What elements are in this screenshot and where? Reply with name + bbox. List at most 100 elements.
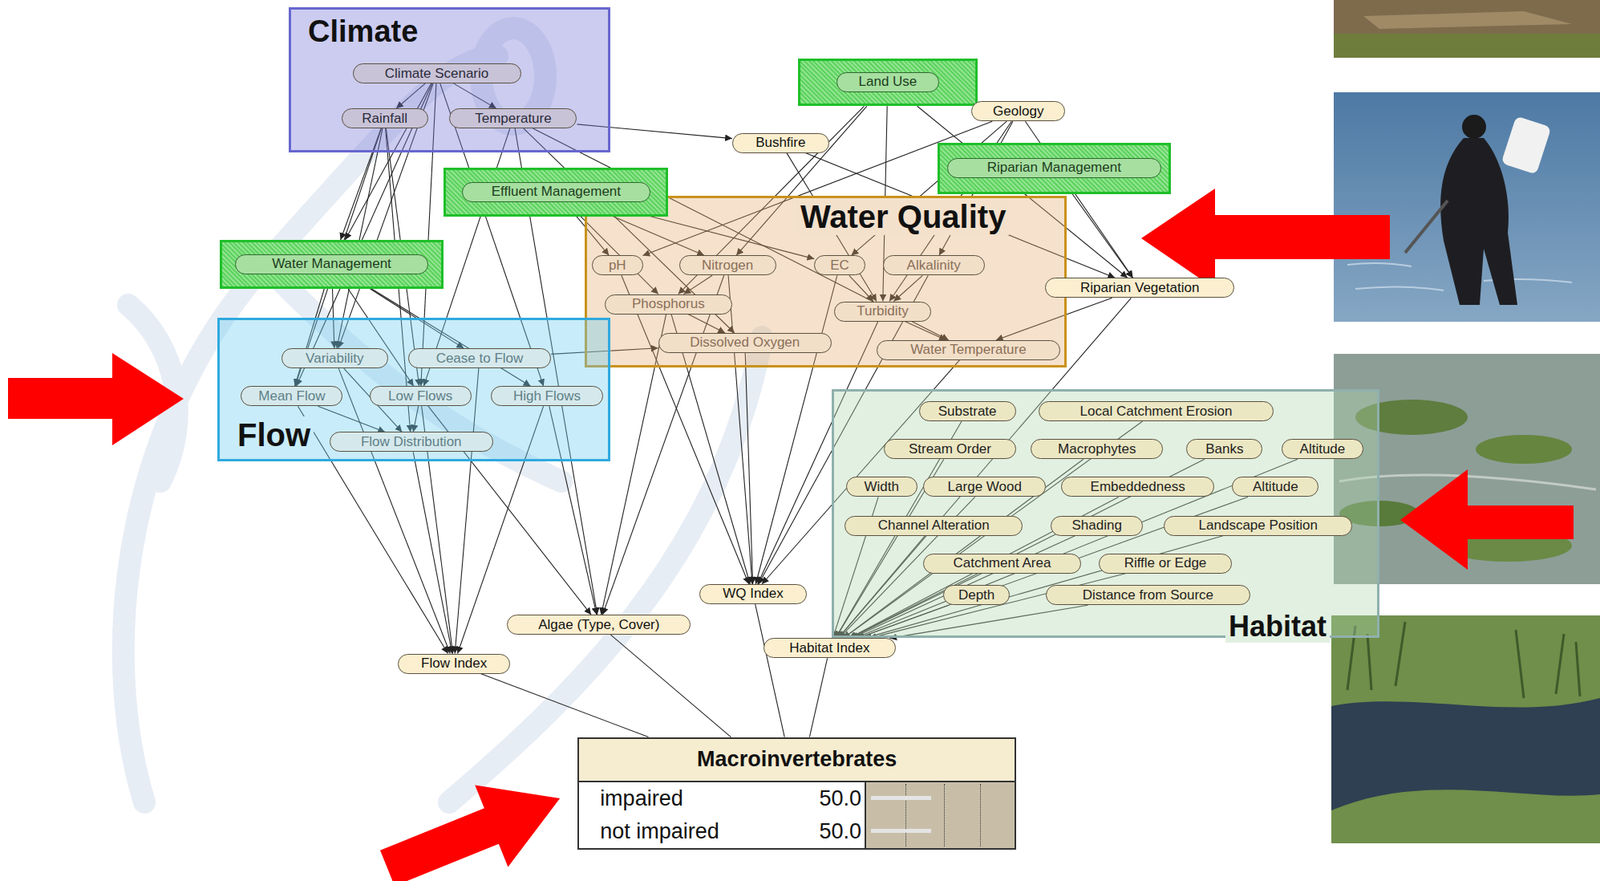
group-title: Water Quality [797, 198, 1009, 235]
pointer-arrow [1400, 469, 1574, 570]
pointer-arrow [370, 757, 576, 881]
node-label: Catchment Area [952, 554, 1051, 572]
management-box: Water Management [219, 239, 445, 289]
node-label: WQ Index [722, 585, 784, 602]
node-label: Geology [992, 103, 1044, 120]
photo-reeds [1347, 621, 1580, 698]
variable-node: EC [814, 255, 866, 276]
variable-node: Algae (Type, Cover) [506, 614, 691, 635]
variable-node: Altitude [1281, 438, 1364, 459]
photo-water [1333, 92, 1600, 322]
node-label: Dissolved Oxygen [689, 334, 800, 351]
belief-bar-panel [864, 781, 1015, 848]
node-label: Altitude [1300, 441, 1346, 458]
node-label: Bushfire [755, 134, 806, 151]
variable-node: Geology [971, 101, 1066, 122]
variable-node: Cease to Flow [408, 348, 551, 369]
group-title: Flow [234, 416, 314, 454]
group-box: ClimateClimate ScenarioRainfall Temperatu… [288, 7, 611, 153]
variable-node: Mean Flow [240, 385, 343, 406]
state-probability: 50.0 [819, 785, 863, 811]
node-label: Depth [958, 587, 995, 604]
node-label: Riparian Vegetation [1080, 279, 1199, 296]
variable-node: Nitrogen [679, 255, 777, 276]
photo-top [1333, 0, 1600, 58]
variable-node: High Flows [490, 385, 604, 406]
variable-node: Bushfire [732, 133, 830, 154]
node-label: Flow Index [421, 655, 487, 672]
pointer-arrow [1141, 188, 1390, 289]
photo-net [1405, 200, 1448, 253]
variable-node: pH [591, 255, 644, 276]
photo-person [1462, 114, 1487, 139]
management-oval: Riparian Management [947, 157, 1162, 179]
variable-node: Flow Distribution [329, 431, 494, 452]
node-label: Riffle or Edge [1124, 554, 1208, 572]
group-box: Water Quality pH Nitrogen EC AlkalinityPhosp… [584, 195, 1067, 368]
node-label: Landscape Position [1198, 517, 1318, 534]
variable-node: Stream Order [883, 438, 1017, 459]
table-title: Macroinvertebrates [696, 746, 897, 772]
node-label: Rainfall [361, 110, 408, 127]
node-label: Nitrogen [701, 257, 754, 274]
management-oval: Effluent Management [461, 182, 651, 203]
variable-node: Riffle or Edge [1098, 553, 1232, 574]
node-label: Phosphorus [631, 295, 705, 312]
variable-node: Water Temperature [876, 340, 1061, 361]
node-label: Channel Alteration [878, 517, 990, 534]
variable-node: Phosphorus [604, 294, 733, 315]
node-label: Macrophytes [1057, 441, 1136, 458]
photo-water [1331, 697, 1600, 811]
bar-gridline [943, 783, 945, 847]
variable-node: Depth [943, 584, 1010, 605]
node-label: Mean Flow [258, 388, 325, 405]
node-label: Shading [1072, 517, 1123, 534]
variable-node: Dissolved Oxygen [658, 332, 832, 353]
node-label: Alkalinity [907, 257, 961, 274]
node-label: Climate Scenario [384, 65, 489, 82]
variable-node: Width [846, 476, 918, 497]
photo-plant [1475, 434, 1572, 464]
variable-node: Low Flows [369, 385, 472, 406]
table-header: Macroinvertebrates [579, 738, 1015, 782]
variable-node: Substrate [919, 401, 1017, 422]
connector [809, 657, 827, 737]
group-box: HabitatSubstrateLocal Catchment ErosionS… [831, 388, 1380, 638]
photo-stream [1331, 615, 1600, 843]
red-arrows [8, 188, 1574, 881]
node-label: Habitat Index [789, 640, 870, 657]
node-label: EC [830, 257, 850, 274]
variable-node: Shading [1050, 515, 1143, 536]
variable-node: WQ Index [699, 583, 807, 604]
photo-sampling [1333, 92, 1600, 322]
group-title: Habitat [1225, 609, 1330, 643]
variable-node: Variability [281, 348, 389, 369]
variable-node: Riparian Vegetation [1045, 277, 1234, 298]
variable-node: Climate Scenario [352, 63, 522, 84]
state-probability: 50.0 [819, 818, 863, 844]
photo-backpack [1501, 115, 1552, 175]
node-label: Banks [1205, 441, 1244, 458]
management-oval: Water Management [234, 254, 430, 275]
connector [336, 128, 383, 349]
connector [413, 451, 453, 653]
node-label: Cease to Flow [436, 350, 524, 367]
variable-node: Temperature [449, 108, 577, 129]
group-title: Climate [304, 14, 422, 50]
belief-bar [870, 795, 932, 800]
connector [611, 634, 732, 737]
pointer-arrow [8, 352, 184, 446]
bar-gridline [980, 783, 981, 847]
node-label: Substrate [938, 403, 997, 420]
connector [745, 352, 753, 584]
management-oval: Land Use [836, 72, 939, 93]
variable-node: Habitat Index [763, 637, 896, 658]
variable-node: Embeddedness [1061, 476, 1215, 497]
node-label: Water Temperature [910, 341, 1027, 358]
variable-node: Channel Alteration [844, 515, 1024, 536]
photo-log [1363, 11, 1572, 29]
connector [1072, 194, 1133, 279]
variable-node: Rainfall [341, 108, 429, 129]
variable-node: Landscape Position [1163, 515, 1353, 536]
